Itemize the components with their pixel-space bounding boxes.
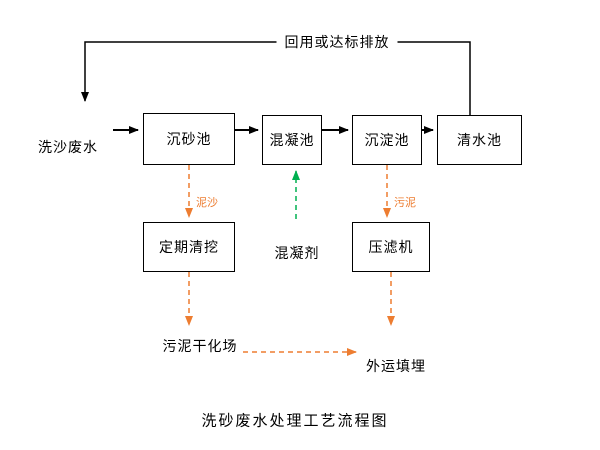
box-clear-water-tank: 清水池 — [437, 115, 522, 165]
sediment-stream-label: 泥沙 — [196, 196, 218, 209]
sludge-stream-label: 污泥 — [394, 196, 416, 209]
inlet-wastewater-label: 洗沙废水 — [38, 140, 98, 156]
box-grit-chamber: 沉砂池 — [143, 113, 235, 165]
diagram-title: 洗砂废水处理工艺流程图 — [201, 411, 389, 430]
outbound-landfill-label: 外运填埋 — [366, 359, 426, 375]
box-coagulation-tank: 混凝池 — [262, 115, 322, 165]
arrow-feedback-reuse-line — [81, 41, 471, 115]
feedback-reuse-label: 回用或达标排放 — [276, 32, 398, 52]
box-filter-press: 压滤机 — [352, 222, 430, 272]
coagulant-label: 混凝剂 — [274, 246, 320, 262]
box-periodic-dredging: 定期清挖 — [143, 222, 235, 272]
sludge-drying-field-label: 污泥干化场 — [162, 339, 238, 355]
box-sedimentation-tank: 沉淀池 — [352, 115, 422, 165]
